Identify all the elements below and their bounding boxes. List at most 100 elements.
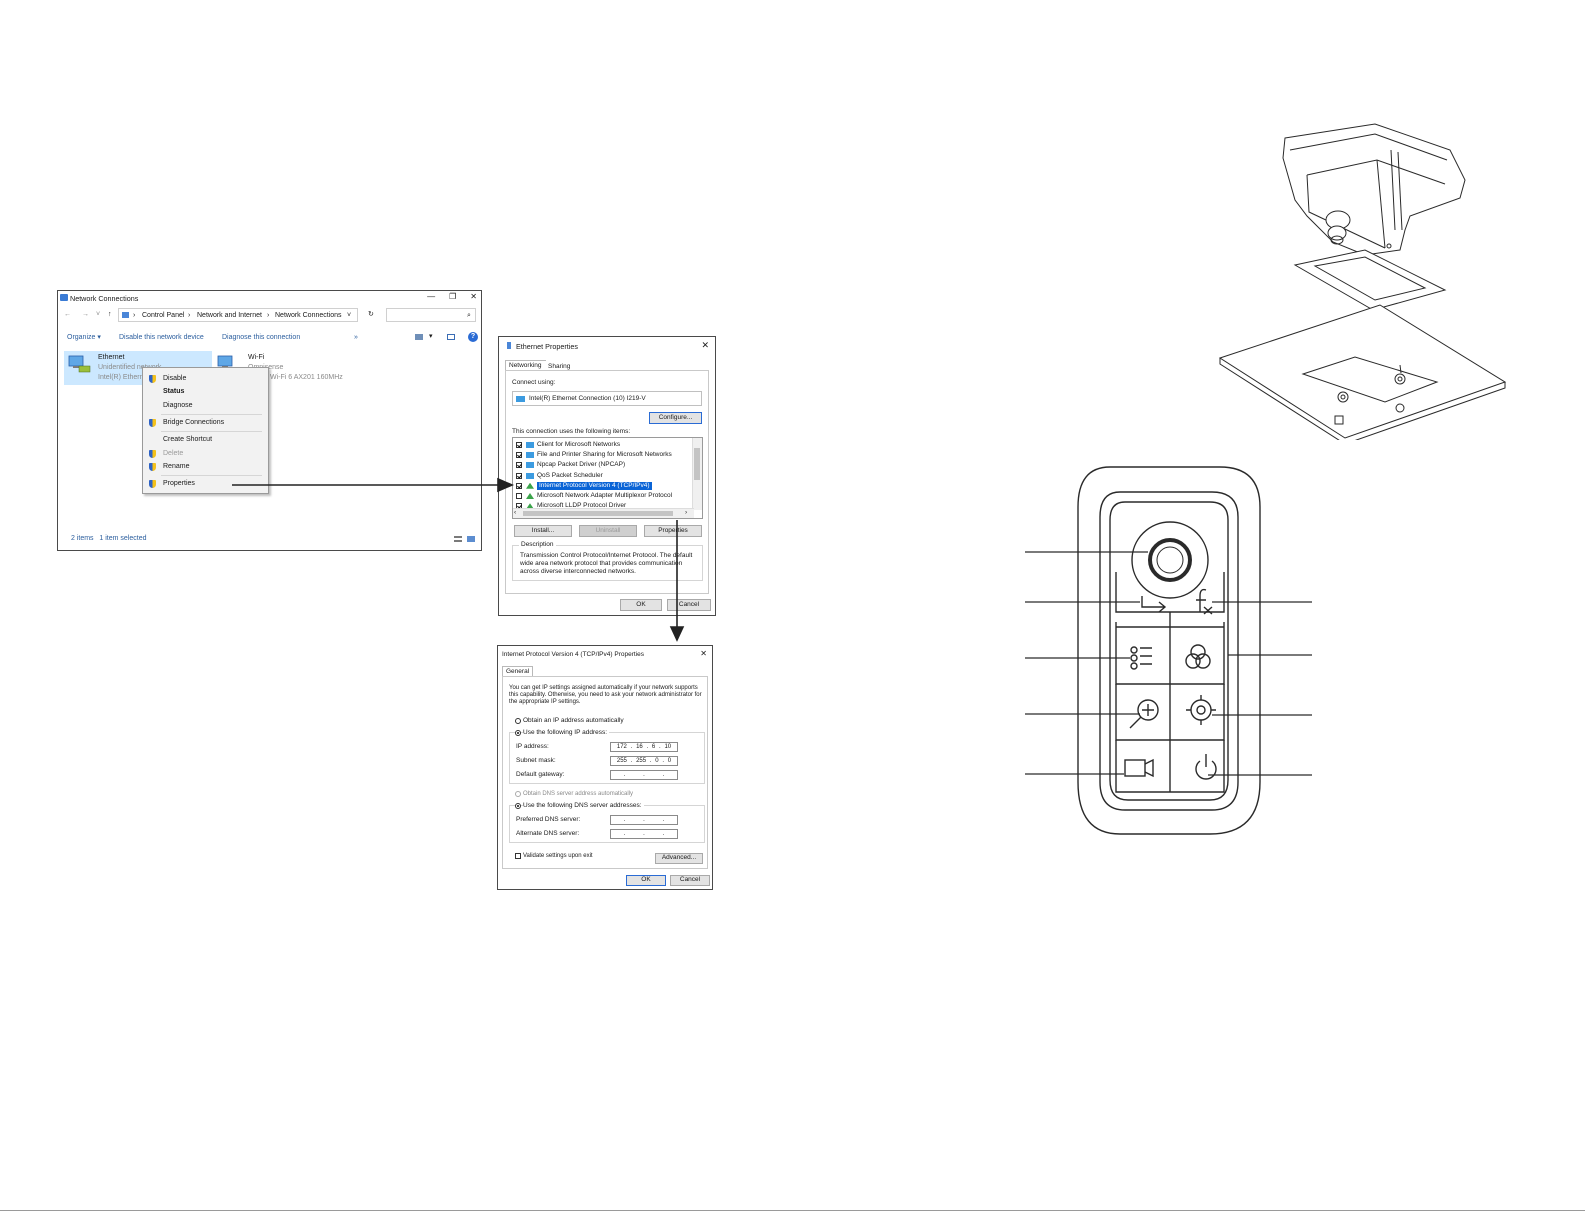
context-menu-item-diagnose[interactable]: Diagnose xyxy=(149,401,264,412)
context-menu-item-rename[interactable]: Rename xyxy=(149,462,264,473)
breadcrumb-control-panel[interactable]: Control Panel xyxy=(142,312,185,319)
component-row[interactable]: Internet Protocol Version 4 (TCP/IPv4) xyxy=(513,481,693,491)
forward-arrow-icon[interactable]: → xyxy=(82,311,89,318)
search-icon: ⌕ xyxy=(467,312,471,319)
view-dropdown-icon[interactable]: ▾ xyxy=(429,333,433,340)
minimize-button[interactable]: — xyxy=(427,292,436,301)
validate-settings-checkbox[interactable] xyxy=(515,853,521,859)
context-menu-item-status[interactable]: Status xyxy=(149,387,264,398)
component-label: Microsoft LLDP Protocol Driver xyxy=(537,502,627,510)
component-checkbox[interactable] xyxy=(516,482,522,489)
close-button[interactable]: ✕ xyxy=(701,340,709,350)
component-row[interactable]: Npcap Packet Driver (NPCAP) xyxy=(513,460,693,470)
obtain-dns-auto-label[interactable]: Obtain DNS server address automatically xyxy=(523,791,634,797)
organize-menu[interactable]: Organize ▾ xyxy=(67,334,101,341)
uac-shield-icon xyxy=(149,450,156,458)
component-checkbox[interactable] xyxy=(516,442,522,448)
restore-button[interactable]: ❐ xyxy=(449,292,457,301)
breadcrumb-sep-icon: › xyxy=(188,312,191,319)
up-arrow-icon[interactable]: ↑ xyxy=(108,311,112,318)
ok-button[interactable]: OK xyxy=(626,875,666,886)
uac-shield-icon xyxy=(149,419,156,427)
scroll-thumb-h[interactable] xyxy=(523,511,673,516)
address-bar[interactable]: › Control Panel › Network and Internet ›… xyxy=(118,308,358,322)
context-menu-item-create-shortcut[interactable]: Create Shortcut xyxy=(149,435,264,446)
validate-settings-label[interactable]: Validate settings upon exit xyxy=(523,853,593,859)
subnet-mask-input[interactable]: 255. 255. 0. 0 xyxy=(610,756,678,766)
mask-octet-3: 0 xyxy=(655,758,659,764)
use-following-dns-label[interactable]: Use the following DNS server addresses: xyxy=(523,802,644,810)
advanced-button[interactable]: Advanced... xyxy=(655,853,703,864)
description-text: Transmission Control Protocol/Internet P… xyxy=(520,552,693,575)
cancel-button[interactable]: Cancel xyxy=(670,875,710,886)
function-fx-icon xyxy=(1196,588,1213,615)
address-dropdown-icon[interactable]: ˅ xyxy=(347,312,352,319)
protocol-icon xyxy=(526,482,534,489)
use-following-dns-radio[interactable] xyxy=(515,803,521,809)
cancel-button[interactable]: Cancel xyxy=(667,599,711,611)
context-menu-item-label: Bridge Connections xyxy=(163,419,225,426)
component-row[interactable]: QoS Packet Scheduler xyxy=(513,471,693,481)
adapter-name: Intel(R) Ethernet Connection (10) I219-V xyxy=(529,395,646,402)
component-row[interactable]: File and Printer Sharing for Microsoft N… xyxy=(513,450,693,460)
caption-buttons: — ❐ ✕ xyxy=(427,292,477,301)
close-button[interactable]: ✕ xyxy=(700,649,707,658)
scroll-thumb[interactable] xyxy=(694,448,700,480)
back-arrow-icon[interactable]: ← xyxy=(64,311,71,318)
disable-device-button[interactable]: Disable this network device xyxy=(119,334,204,341)
uninstall-button[interactable]: Uninstall xyxy=(579,525,637,537)
obtain-ip-auto-radio[interactable] xyxy=(515,718,521,724)
general-tab-panel: You can get IP settings assigned automat… xyxy=(502,676,708,869)
ip-octet-2: 16 xyxy=(636,744,643,750)
use-following-ip-radio[interactable] xyxy=(515,730,521,736)
component-label: Client for Microsoft Networks xyxy=(537,441,621,448)
tiles-view-icon[interactable] xyxy=(467,536,475,542)
recent-chevron-icon[interactable]: ˅ xyxy=(96,311,101,318)
more-commands-button[interactable]: » xyxy=(354,334,358,341)
use-following-ip-label[interactable]: Use the following IP address: xyxy=(523,729,610,737)
obtain-dns-auto-radio[interactable] xyxy=(515,791,521,797)
component-label: Internet Protocol Version 4 (TCP/IPv4) xyxy=(537,481,652,490)
obtain-ip-auto-label[interactable]: Obtain an IP address automatically xyxy=(523,717,624,724)
scroll-left-icon[interactable]: ‹ xyxy=(514,509,517,516)
close-button[interactable]: ✕ xyxy=(470,292,477,301)
details-view-icon[interactable] xyxy=(454,536,462,542)
preview-pane-icon[interactable] xyxy=(447,334,455,340)
default-gateway-input[interactable]: ... xyxy=(610,770,678,780)
context-menu-item-properties[interactable]: Properties xyxy=(149,479,264,490)
component-row[interactable]: Microsoft Network Adapter Multiplexor Pr… xyxy=(513,491,693,501)
component-checkbox[interactable] xyxy=(516,472,522,479)
change-view-icon[interactable] xyxy=(415,334,423,340)
preferred-dns-input[interactable]: ... xyxy=(610,815,678,825)
component-row[interactable]: Client for Microsoft Networks xyxy=(513,440,693,450)
horizontal-scrollbar[interactable]: ‹ › xyxy=(513,508,694,518)
component-checkbox[interactable] xyxy=(516,493,522,499)
mounting-bracket-illustration xyxy=(1218,123,1507,440)
properties-button[interactable]: Properties xyxy=(644,525,702,537)
component-checkbox[interactable] xyxy=(516,462,522,469)
refresh-icon[interactable]: ↻ xyxy=(368,311,374,318)
ok-button[interactable]: OK xyxy=(620,599,662,611)
breadcrumb-network-connections[interactable]: Network Connections xyxy=(275,312,342,319)
status-bar-text: 2 items 1 item selected xyxy=(71,535,147,542)
preferred-dns-label: Preferred DNS server: xyxy=(516,816,581,823)
context-menu-item-disable[interactable]: Disable xyxy=(149,374,264,385)
ip-address-input[interactable]: 172. 16. 6. 10 xyxy=(610,742,678,752)
context-menu-item-delete: Delete xyxy=(149,449,264,460)
ethernet-status: Unidentified network xyxy=(98,364,162,371)
install-button[interactable]: Install... xyxy=(514,525,572,537)
configure-button[interactable]: Configure... xyxy=(649,412,702,424)
scroll-right-icon[interactable]: › xyxy=(685,509,688,516)
search-input[interactable]: ⌕ xyxy=(386,308,476,322)
diagnose-connection-button[interactable]: Diagnose this connection xyxy=(222,334,301,341)
component-checkbox[interactable] xyxy=(516,452,522,459)
properties-to-ethernet-arrow xyxy=(232,477,515,493)
tab-sharing[interactable]: Sharing xyxy=(544,361,575,372)
breadcrumb-network-and-internet[interactable]: Network and Internet xyxy=(197,312,262,319)
alternate-dns-input[interactable]: ... xyxy=(610,829,678,839)
vertical-scrollbar[interactable] xyxy=(692,438,702,510)
context-menu-item-bridge-connections[interactable]: Bridge Connections xyxy=(149,418,264,429)
tab-general[interactable]: General xyxy=(502,666,534,677)
help-button[interactable]: ? xyxy=(468,332,478,342)
